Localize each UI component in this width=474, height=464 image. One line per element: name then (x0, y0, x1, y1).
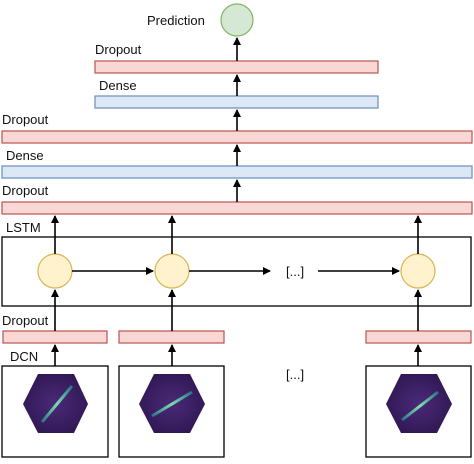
dropout-unit-2 (118, 330, 225, 344)
dcn-dropout-label: Dropout (2, 313, 49, 328)
lstm-cell-n (400, 253, 436, 289)
top-dense-layer (94, 95, 379, 109)
top-dropout-label: Dropout (95, 42, 142, 57)
wide-dropout-label-2: Dropout (2, 183, 49, 198)
lstm-ellipsis: [...] (286, 264, 304, 279)
top-dense-label: Dense (99, 78, 137, 93)
prediction-node (220, 3, 254, 37)
dropout-unit-1 (2, 330, 108, 344)
dcn-image-2 (118, 365, 225, 458)
dcn-image-n (365, 365, 472, 458)
prediction-label: Prediction (147, 13, 205, 28)
wide-dropout-layer-1 (1, 130, 473, 144)
dcn-label: DCN (10, 349, 38, 364)
lstm-cell-1 (37, 253, 73, 289)
top-dropout-layer (94, 60, 379, 74)
dropout-unit-n (365, 330, 472, 344)
dcn-ellipsis: [...] (286, 367, 304, 382)
lstm-cell-2 (154, 253, 190, 289)
wide-dropout-label-1: Dropout (2, 112, 49, 127)
wide-dense-layer (1, 165, 473, 179)
wide-dense-label: Dense (6, 148, 44, 163)
wide-dropout-layer-2 (1, 201, 473, 215)
dcn-image-1 (1, 365, 109, 458)
lstm-label: LSTM (6, 220, 41, 235)
